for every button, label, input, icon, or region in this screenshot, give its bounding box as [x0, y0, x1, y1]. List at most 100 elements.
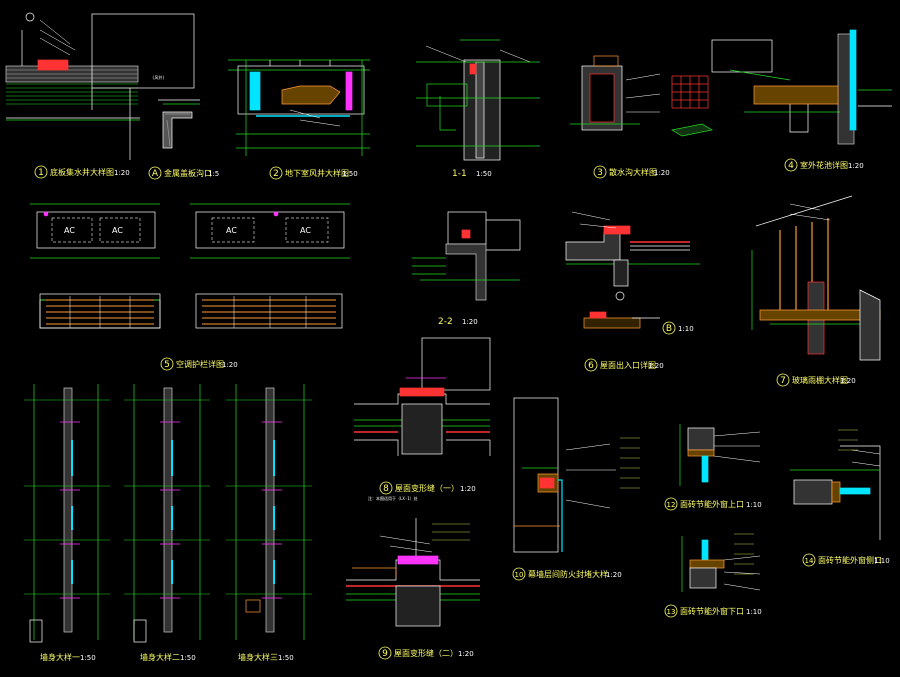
detail-10-curtain-wall: [513, 397, 616, 553]
title-3-number: 3: [597, 168, 603, 178]
detail-13-window-sill: [681, 536, 761, 592]
title-7-number: 7: [780, 376, 786, 386]
title-12-scale: 1:10: [746, 501, 762, 509]
title-2-2-text: 2-2: [438, 317, 453, 327]
title-5-text: 空调护栏详图: [176, 359, 224, 369]
title-3-text: 散水沟大样图: [609, 167, 657, 177]
title-6-number: 6: [588, 361, 594, 371]
detail-12-window-head: [679, 424, 761, 486]
title-9-number: 9: [382, 649, 388, 659]
detail-6-roof-access: [565, 211, 700, 329]
title-7-text: 玻璃雨棚大样图: [792, 375, 848, 385]
title-4-number: 4: [788, 161, 794, 171]
title-1: 1 底板集水井大样图 1:20: [34, 165, 130, 179]
title-6: 6 屋面出入口详图 1:20: [584, 358, 664, 372]
title-9-text: 屋面变形缝（二）: [394, 648, 458, 658]
title-wall-1-scale: 1:50: [80, 654, 96, 662]
title-B: B 1:10: [662, 321, 694, 335]
detail-8-expansion-joint-1: [354, 337, 491, 456]
ac-label-1: AC: [64, 226, 75, 235]
title-wall-1: 墙身大样一 1:50: [40, 652, 96, 662]
title-10-scale: 1:20: [606, 571, 622, 579]
title-14-text: 面砖节能外窗侧口: [818, 555, 882, 565]
ac-label-2: AC: [112, 226, 123, 235]
title-1-text: 底板集水井大样图: [50, 167, 114, 177]
title-3: 3 散水沟大样图 1:20: [593, 165, 670, 179]
title-2-text: 地下室风井大样图: [285, 168, 349, 178]
title-A-scale: 1:5: [208, 170, 219, 178]
title-5-number: 5: [164, 360, 170, 370]
section-2-2: [412, 211, 521, 301]
section-1-1: [416, 39, 540, 161]
title-2-2: 2-2 1:20: [438, 317, 478, 327]
title-wall-3: 墙身大样三 1:50: [238, 652, 294, 662]
ac-label-3: AC: [226, 226, 237, 235]
title-2-2-scale: 1:20: [462, 318, 478, 326]
title-13: 13 面砖节能外窗下口 1:10: [664, 604, 762, 618]
ac-louvres: [39, 293, 343, 329]
title-7: 7 玻璃雨棚大样图 1:20: [776, 373, 856, 387]
title-12: 12 面砖节能外窗上口 1:10: [664, 497, 762, 511]
title-wall-2-scale: 1:50: [180, 654, 196, 662]
title-4: 4 室外花池详图 1:20: [784, 158, 864, 172]
title-A: A 金属盖板沟口 1:5: [148, 166, 219, 180]
title-wall-3-scale: 1:50: [278, 654, 294, 662]
title-8-text: 屋面变形缝（一）: [395, 483, 459, 493]
annotation-lines: [432, 429, 858, 575]
title-wall-1-text: 墙身大样一: [40, 652, 80, 662]
title-4-text: 室外花池详图: [800, 160, 848, 170]
ac-labels: AC AC AC AC: [64, 226, 311, 235]
title-5-scale: 1:20: [222, 361, 238, 369]
title-6-text: 屋面出入口详图: [600, 360, 656, 370]
title-12-text: 面砖节能外窗上口: [680, 499, 744, 509]
detail-7-glass-canopy: [751, 195, 881, 361]
detail-2-vent-shaft: [228, 59, 370, 156]
detail-A-cover-plate: [158, 99, 200, 149]
detail-1-sump-pit: [5, 12, 140, 121]
title-2-scale: 1:50: [342, 170, 358, 178]
title-A-text: 金属盖板沟口: [164, 168, 212, 178]
title-B-number: B: [666, 324, 672, 334]
title-13-number: 13: [667, 608, 676, 616]
title-13-text: 面砖节能外窗下口: [680, 606, 744, 616]
title-B-scale: 1:10: [678, 325, 694, 333]
title-4-scale: 1:20: [848, 162, 864, 170]
title-1-number: 1: [38, 168, 44, 178]
title-2: 2 地下室风井大样图 1:50: [269, 166, 358, 180]
detail-14-window-jamb: [790, 445, 881, 540]
ac-label-4: AC: [300, 226, 311, 235]
title-8-note: 注：本图适用于（LX-1）处: [368, 495, 418, 501]
shaft-label: (风井): [152, 74, 165, 80]
title-10: 10 幕墙层间防火封堵大样 1:20: [512, 567, 622, 581]
detail-4-planter: [711, 29, 892, 145]
title-14-scale: 1:10: [874, 557, 890, 565]
title-A-number: A: [152, 169, 159, 179]
title-wall-2-text: 墙身大样二: [140, 652, 180, 662]
title-13-scale: 1:10: [746, 608, 762, 616]
detail-9-expansion-joint-2: [346, 518, 480, 627]
title-7-scale: 1:20: [840, 377, 856, 385]
title-10-text: 幕墙层间防火封堵大样: [528, 569, 608, 579]
detail-3-drain-ditch: [570, 55, 713, 137]
title-14: 14 面砖节能外窗侧口 1:10: [802, 553, 890, 567]
title-9: 9 屋面变形缝（二） 1:20: [378, 646, 474, 660]
title-6-scale: 1:20: [648, 362, 664, 370]
title-1-scale: 1:20: [114, 169, 130, 177]
title-10-number: 10: [515, 571, 524, 579]
title-wall-2: 墙身大样二 1:50: [140, 652, 196, 662]
title-1-1-scale: 1:50: [476, 170, 492, 178]
title-wall-3-text: 墙身大样三: [238, 652, 278, 662]
title-1-1: 1-1 1:50: [452, 169, 492, 179]
title-3-scale: 1:20: [654, 169, 670, 177]
title-14-number: 14: [805, 557, 814, 565]
title-8: 8 屋面变形缝（一） 1:20 注：本图适用于（LX-1）处: [368, 481, 476, 501]
title-8-scale: 1:20: [460, 485, 476, 493]
title-2-number: 2: [273, 169, 279, 179]
title-8-number: 8: [383, 484, 389, 494]
title-1-1-text: 1-1: [452, 169, 467, 179]
title-12-number: 12: [667, 501, 676, 509]
title-5: 5 空调护栏详图 1:20: [160, 357, 238, 371]
wall-sections: [24, 384, 312, 643]
shaft-frame: (风井): [91, 13, 195, 160]
